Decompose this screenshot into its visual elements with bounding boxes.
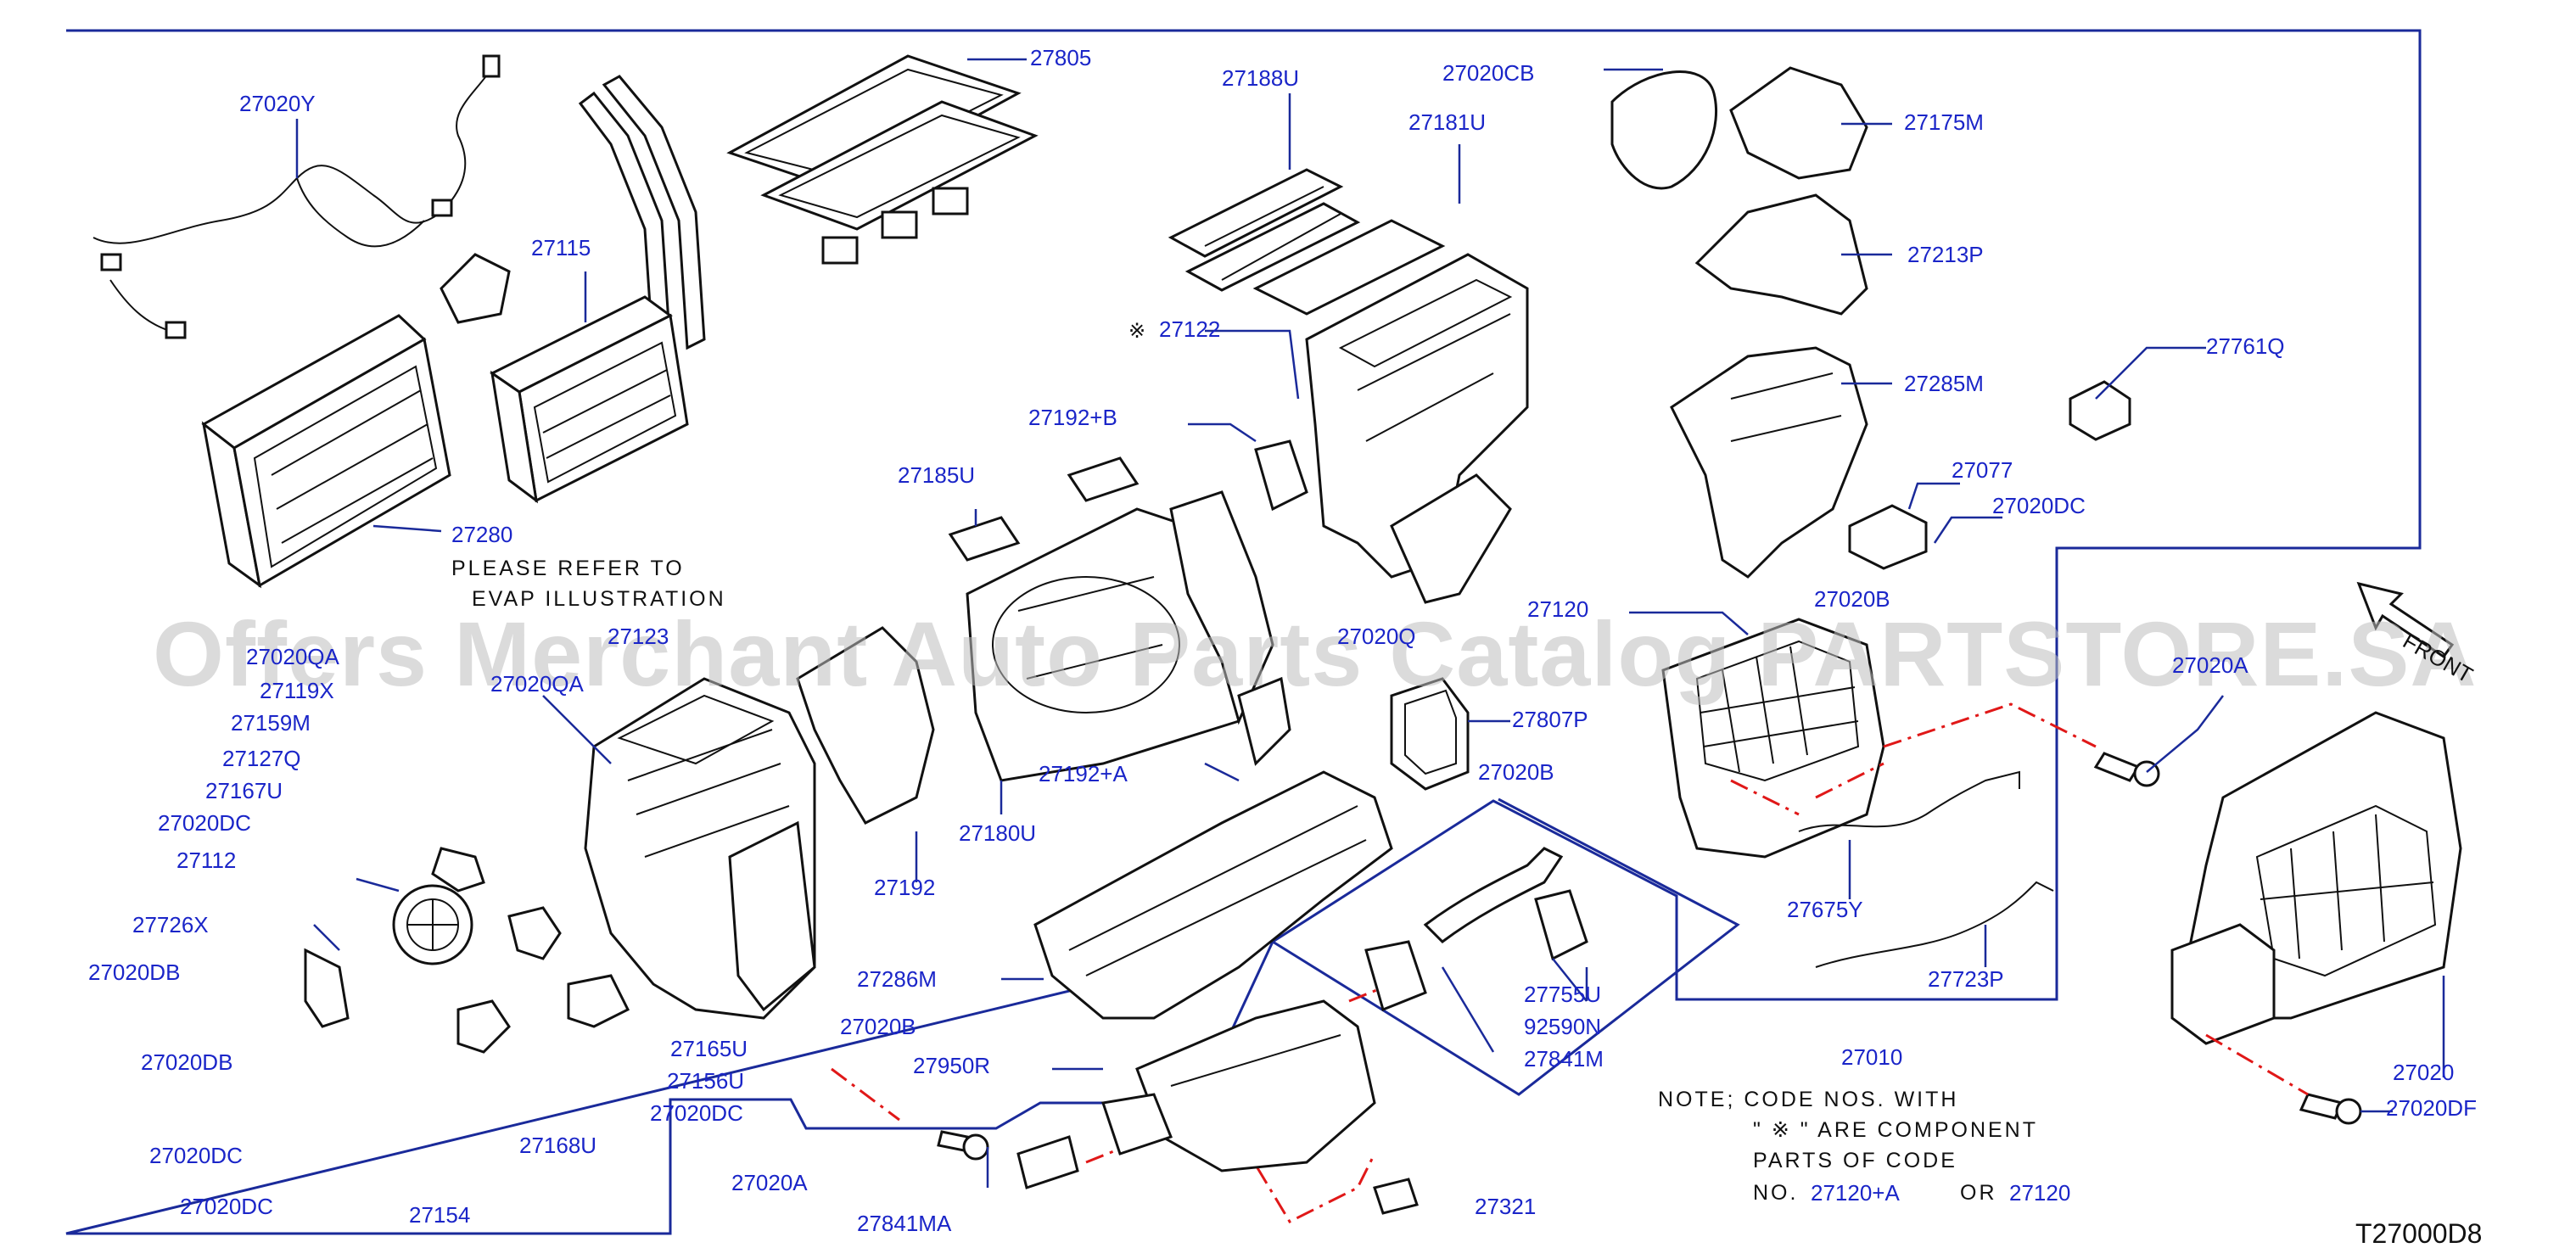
- asterisk-27122: ※: [1128, 320, 1146, 343]
- label-27020QA-a[interactable]: 27020QA: [246, 644, 339, 669]
- label-27156U[interactable]: 27156U: [667, 1068, 745, 1094]
- component-note-code-b[interactable]: 27120: [2009, 1180, 2071, 1206]
- label-92590N[interactable]: 92590N: [1524, 1014, 1602, 1039]
- label-27020[interactable]: 27020: [2393, 1060, 2455, 1085]
- label-27159M[interactable]: 27159M: [231, 710, 311, 736]
- duct-parts-right: [1604, 66, 1892, 579]
- label-27167U[interactable]: 27167U: [205, 778, 283, 803]
- label-27020A-bottom[interactable]: 27020A: [731, 1170, 808, 1195]
- motor-components: [304, 847, 630, 1054]
- label-27321[interactable]: 27321: [1475, 1194, 1537, 1219]
- label-27020DC-l2[interactable]: 27020DC: [650, 1100, 743, 1126]
- label-27192B[interactable]: 27192+B: [1028, 405, 1117, 430]
- component-note-or: OR: [1960, 1181, 1997, 1205]
- case-27120: [1629, 611, 1885, 859]
- assembly-line-4: [831, 1067, 900, 1122]
- label-27841MA[interactable]: 27841MA: [857, 1211, 952, 1236]
- label-27761Q[interactable]: 27761Q: [2206, 333, 2285, 359]
- label-27020DF[interactable]: 27020DF: [2386, 1095, 2477, 1121]
- blower-unit-27123: [542, 677, 816, 1020]
- label-27077[interactable]: 27077: [1952, 457, 2013, 483]
- label-27020DC-l1[interactable]: 27020DC: [158, 810, 251, 836]
- label-27188U[interactable]: 27188U: [1222, 65, 1300, 91]
- lower-duct-27286M: [1001, 770, 1393, 1020]
- label-27192A[interactable]: 27192+A: [1039, 761, 1128, 786]
- label-27950R[interactable]: 27950R: [913, 1053, 991, 1078]
- label-27010[interactable]: 27010: [1841, 1044, 1903, 1070]
- label-27127Q[interactable]: 27127Q: [222, 746, 301, 771]
- diagram-code: T27000D8: [2355, 1218, 2483, 1249]
- label-27020DC-l4[interactable]: 27020DC: [180, 1194, 273, 1219]
- label-27020B-top[interactable]: 27020B: [1814, 586, 1890, 612]
- label-27020Y[interactable]: 27020Y: [239, 91, 316, 116]
- label-27723P[interactable]: 27723P: [1928, 966, 2004, 992]
- label-27726X[interactable]: 27726X: [132, 912, 209, 937]
- screws: [937, 695, 2393, 1188]
- label-27675Y[interactable]: 27675Y: [1787, 897, 1863, 922]
- label-27213P[interactable]: 27213P: [1907, 242, 1984, 267]
- label-27755U[interactable]: 27755U: [1524, 982, 1602, 1007]
- label-27285M[interactable]: 27285M: [1904, 371, 1984, 396]
- component-note-line3: PARTS OF CODE: [1753, 1149, 1957, 1172]
- evaporator-27280: [201, 314, 451, 589]
- component-note-code-a[interactable]: 27120+A: [1811, 1180, 1900, 1206]
- label-27020DC-l3[interactable]: 27020DC: [149, 1143, 243, 1168]
- label-27175M[interactable]: 27175M: [1904, 109, 1984, 135]
- assembly-line-1: [1883, 702, 2097, 748]
- label-27122[interactable]: 27122: [1159, 316, 1221, 342]
- label-27123[interactable]: 27123: [608, 624, 669, 649]
- assembly-line-3: [2205, 1033, 2309, 1096]
- label-27192[interactable]: 27192: [874, 875, 936, 900]
- wires-27675Y-27723P: [1798, 770, 2054, 968]
- small-grills: [948, 422, 1308, 562]
- frame-27807P: [1390, 677, 1510, 791]
- vent-grills-27188U: [1168, 93, 1461, 316]
- label-27181U[interactable]: 27181U: [1408, 109, 1487, 135]
- label-27020B-mid[interactable]: 27020B: [1478, 759, 1554, 785]
- label-27180U[interactable]: 27180U: [959, 820, 1037, 846]
- component-note-line4-prefix: NO.: [1753, 1181, 1799, 1205]
- label-27841M[interactable]: 27841M: [1524, 1046, 1604, 1072]
- filter-27805: [726, 54, 1039, 265]
- label-27805[interactable]: 27805: [1030, 45, 1092, 70]
- label-27280[interactable]: 27280: [451, 522, 513, 547]
- heater-core-27115: [440, 75, 706, 504]
- assembly-line-5: [1237, 1136, 1376, 1223]
- intake-27192: [796, 490, 1291, 882]
- lower-ducts: [1016, 847, 1588, 1215]
- label-27286M[interactable]: 27286M: [857, 966, 937, 992]
- label-27020A-right[interactable]: 27020A: [2172, 652, 2248, 678]
- label-27120[interactable]: 27120: [1527, 596, 1589, 622]
- label-27165U[interactable]: 27165U: [670, 1036, 748, 1061]
- evap-note-line1: PLEASE REFER TO: [451, 557, 685, 580]
- heater-assembly-27020: [2170, 711, 2462, 1077]
- component-note-line1: NOTE; CODE NOS. WITH: [1658, 1088, 1959, 1111]
- label-27168U[interactable]: 27168U: [519, 1133, 597, 1158]
- label-27020DB-2[interactable]: 27020DB: [141, 1049, 233, 1075]
- label-27115[interactable]: 27115: [531, 235, 591, 260]
- harness-27020Y: [92, 54, 501, 339]
- label-27020CB[interactable]: 27020CB: [1442, 60, 1535, 86]
- upper-case-27122: [1205, 253, 1529, 604]
- label-27020DC-top[interactable]: 27020DC: [1992, 493, 2086, 518]
- label-27020QA-b[interactable]: 27020QA: [490, 671, 584, 697]
- watermark: Offers Merchant Auto Parts Catalog PARTS…: [153, 602, 2478, 705]
- resistor-27761Q: [2069, 346, 2206, 441]
- label-27807P[interactable]: 27807P: [1512, 707, 1588, 732]
- label-27154[interactable]: 27154: [409, 1202, 471, 1228]
- assembly-line-2: [1730, 762, 1884, 816]
- label-27119X[interactable]: 27119X: [260, 678, 334, 703]
- label-27112[interactable]: 27112: [176, 848, 237, 873]
- label-27020DB-1[interactable]: 27020DB: [88, 960, 181, 985]
- evap-note-line2: EVAP ILLUSTRATION: [472, 587, 726, 611]
- component-note-line2: " ※ " ARE COMPONENT: [1753, 1118, 2039, 1142]
- label-27020B-bot[interactable]: 27020B: [840, 1014, 916, 1039]
- actuator-27077: [1848, 482, 2002, 570]
- front-arrow: [2356, 581, 2455, 659]
- label-27020Q[interactable]: 27020Q: [1337, 624, 1416, 649]
- label-27185U[interactable]: 27185U: [898, 462, 976, 488]
